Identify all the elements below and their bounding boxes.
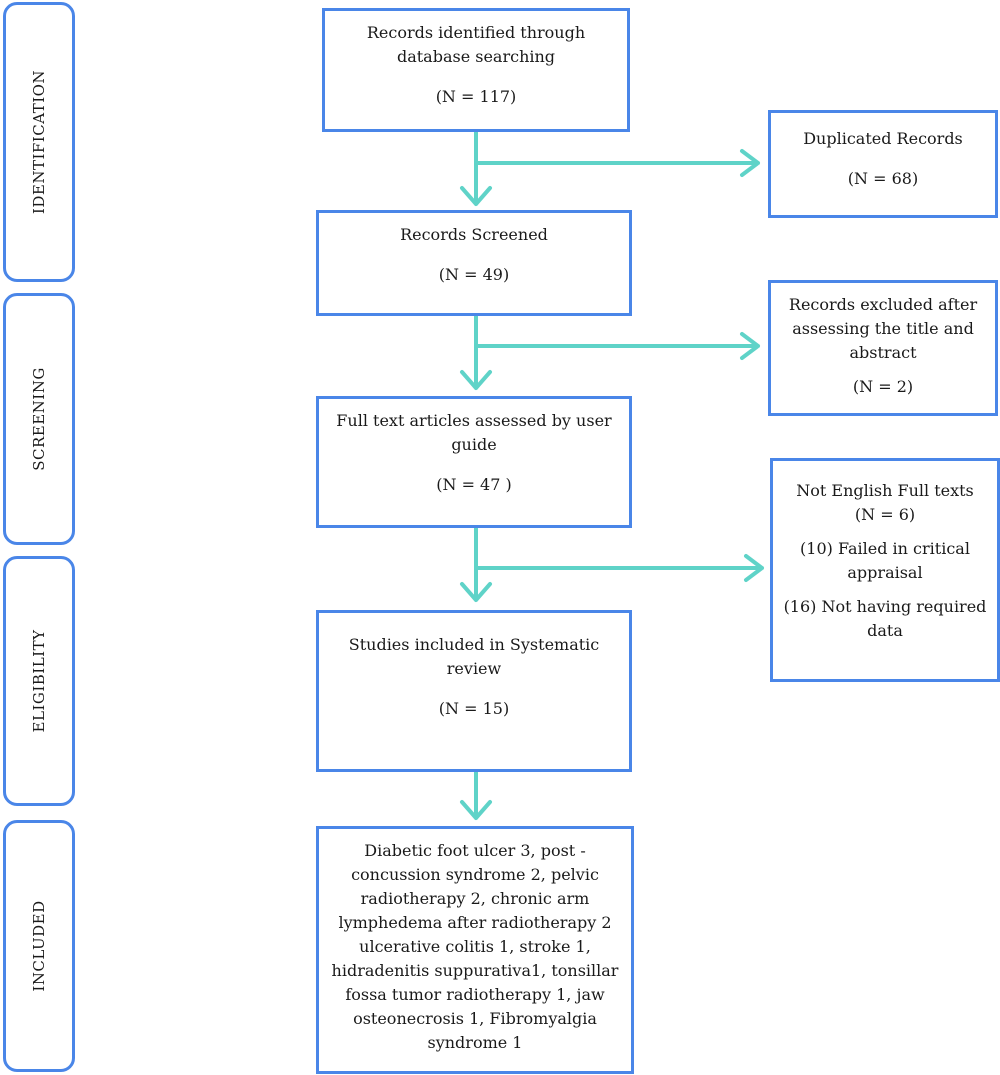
box-line: lymphedema after radiotherapy 2 (338, 913, 612, 932)
box-line: review (446, 659, 502, 678)
box-count: (N = 68) (847, 169, 919, 188)
stage-label: INCLUDED (30, 900, 48, 992)
box-count: (N = 49) (438, 265, 510, 284)
full-text-assessed-box: Full text articles assessed by user guid… (316, 396, 632, 528)
studies-included-box: Studies included in Systematic review (N… (316, 610, 632, 772)
excluded-full-text-box: Not English Full texts (N = 6) (10) Fail… (770, 458, 1000, 682)
included-conditions-box: Diabetic foot ulcer 3, post - concussion… (316, 826, 634, 1074)
box-line: guide (451, 435, 497, 454)
box-line: ulcerative colitis 1, stroke 1, (359, 937, 591, 956)
box-line: Diabetic foot ulcer 3, post - (364, 841, 586, 860)
box-line: appraisal (847, 563, 923, 582)
box-count: (N = 47 ) (436, 475, 512, 494)
box-line: Duplicated Records (803, 129, 963, 148)
box-line: hidradenitis suppurativa1, tonsillar (331, 961, 619, 980)
stage-included: INCLUDED (3, 820, 75, 1072)
arrow-fulltext-to-studies (460, 526, 492, 602)
arrow-to-excluded-full (474, 554, 764, 582)
box-line: (16) Not having required (783, 597, 987, 616)
box-line: (10) Failed in critical (800, 539, 970, 558)
records-screened-box: Records Screened (N = 49) (316, 210, 632, 316)
box-line: Records Screened (400, 225, 548, 244)
arrow-identified-to-screened (460, 130, 492, 206)
arrow-to-excluded-title (474, 332, 760, 360)
arrow-studies-to-conditions (460, 770, 492, 820)
stage-screening: SCREENING (3, 293, 75, 545)
box-line: radiotherapy 2, chronic arm (360, 889, 590, 908)
box-line: osteonecrosis 1, Fibromyalgia (353, 1009, 597, 1028)
box-line: concussion syndrome 2, pelvic (351, 865, 599, 884)
box-line: fossa tumor radiotherapy 1, jaw (345, 985, 605, 1004)
stage-label: IDENTIFICATION (30, 69, 48, 215)
arrow-to-duplicates (474, 149, 760, 177)
excluded-title-abstract-box: Records excluded after assessing the tit… (768, 280, 998, 416)
box-count: (N = 6) (854, 505, 916, 524)
box-line: database searching (396, 47, 556, 66)
box-line: abstract (849, 343, 917, 362)
box-line: Full text articles assessed by user (336, 411, 612, 430)
box-line: assessing the title and (792, 319, 974, 338)
duplicated-records-box: Duplicated Records (N = 68) (768, 110, 998, 218)
box-line: data (867, 621, 903, 640)
box-count: (N = 117) (435, 87, 517, 106)
stage-label: ELIGIBILITY (30, 629, 48, 733)
box-count: (N = 2) (852, 377, 914, 396)
box-line: Studies included in Systematic (348, 635, 600, 654)
box-line: syndrome 1 (427, 1033, 523, 1052)
stage-label: SCREENING (30, 367, 48, 471)
stage-identification: IDENTIFICATION (3, 2, 75, 282)
stage-eligibility: ELIGIBILITY (3, 556, 75, 806)
box-line: Not English Full texts (796, 481, 974, 500)
box-count: (N = 15) (438, 699, 510, 718)
box-line: Records excluded after (788, 295, 978, 314)
box-line: Records identified through (366, 23, 586, 42)
arrow-screened-to-fulltext (460, 314, 492, 390)
records-identified-box: Records identified through database sear… (322, 8, 630, 132)
